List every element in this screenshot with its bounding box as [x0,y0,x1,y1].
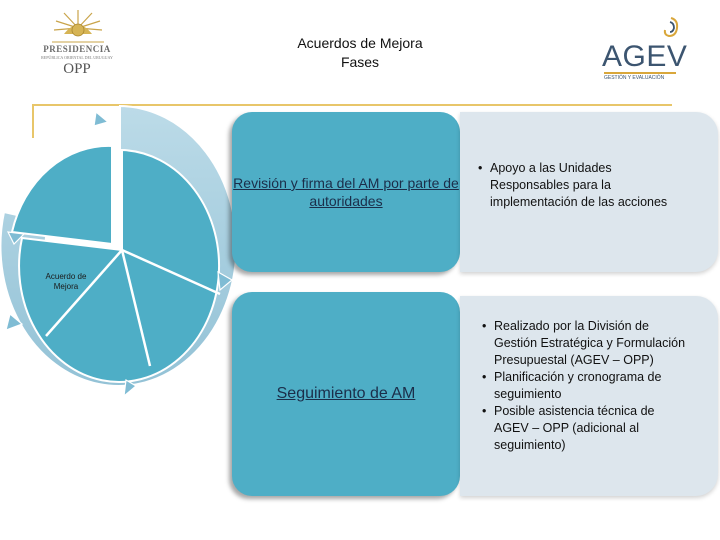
slide-title-line-1: Acuerdos de Mejora [297,35,423,51]
slide-title: Acuerdos de Mejora Fases [240,34,480,72]
logo-presidencia-text: PRESIDENCIA [43,44,111,54]
phase-label-revision: Revisión y firma del AM por parte de aut… [233,175,459,209]
slide-title-line-2: Fases [340,54,380,70]
agev-underline [604,72,676,74]
cycle-diagram: Acuerdo de Mejora [0,104,240,414]
cycle-arrow-icon [217,270,234,292]
cycle-inner-pie [18,148,221,383]
cycle-label-acuerdo: Acuerdo de Mejora [45,272,87,291]
logo-republica-text: REPÚBLICA ORIENTAL DEL URUGUAY [41,55,113,60]
bullet-item: Apoyo a las Unidades Responsables para l… [474,160,674,211]
agev-subtitle: GESTIÓN Y EVALUACIÓN [604,75,665,81]
cycle-segment-dividers [45,248,221,367]
logo-opp-text: OPP [63,61,91,77]
cycle-arrow-icon [6,231,26,246]
cycle-arrow-icon [123,379,138,398]
phase-bullets-revision: Apoyo a las Unidades Responsables para l… [474,160,674,211]
phase-label-seguimiento: Seguimiento de AM [276,385,416,402]
sun-seal-icon [52,10,104,43]
agev-swirl-icon [663,17,679,38]
agev-text: AGEV [602,40,688,73]
header-divider-corner [32,104,34,138]
phase-card-revision: Revisión y firma del AM por parte de aut… [232,112,460,272]
phase-details-seguimiento: Realizado por la División de Gestión Est… [460,296,718,496]
cycle-arrow-icon [5,312,24,331]
header-divider [32,104,672,106]
phase-details-revision: Apoyo a las Unidades Responsables para l… [460,112,718,272]
cycle-highlight-wedge [10,144,113,246]
cycle-diagram-graphic [0,104,238,398]
phase-bullets-seguimiento: Realizado por la División de Gestión Est… [478,318,690,454]
presidencia-opp-logo: PRESIDENCIA REPÚBLICA ORIENTAL DEL URUGU… [22,8,132,80]
cycle-arrow-icon [93,110,110,127]
agev-logo: AGEV GESTIÓN Y EVALUACIÓN [600,14,687,81]
bullet-item: Planificación y cronograma de seguimient… [478,369,690,403]
bullet-item: Posible asistencia técnica de AGEV – OPP… [478,403,690,454]
bullet-item: Realizado por la División de Gestión Est… [478,318,690,369]
phase-card-seguimiento: Seguimiento de AM [232,292,460,496]
